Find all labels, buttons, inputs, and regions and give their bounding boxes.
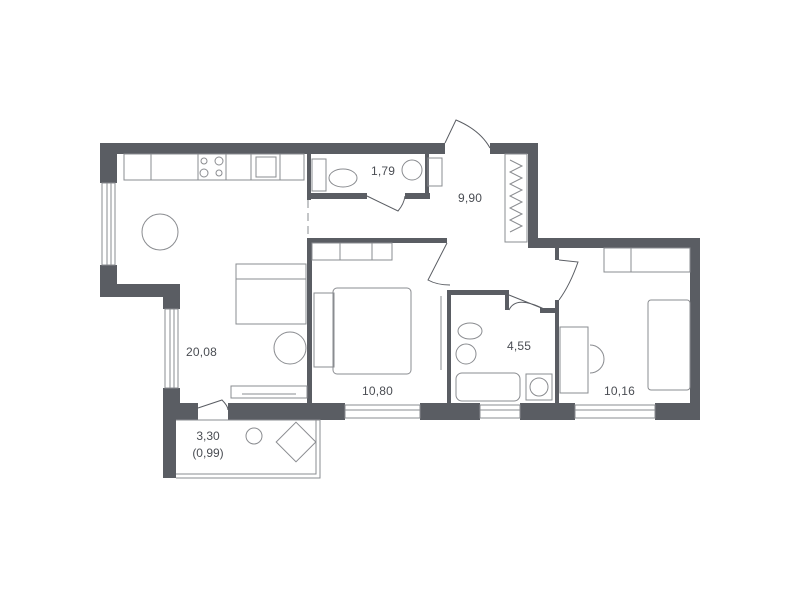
room-area-bedroom-1: 10,80	[362, 384, 394, 398]
balcony-reduced-area: (0,99)	[192, 446, 224, 460]
room-area-bedroom-2: 10,16	[604, 384, 636, 398]
room-area-bathroom: 4,55	[507, 339, 532, 353]
room-area-living-kitchen: 20,08	[186, 345, 218, 359]
room-area-wc: 1,79	[371, 164, 396, 178]
walls	[100, 143, 700, 478]
windows	[101, 153, 691, 479]
doors	[197, 119, 579, 411]
room-area-balcony: 3,30 (0,99)	[188, 428, 228, 462]
room-area-hallway: 9,90	[458, 191, 483, 205]
balcony-area: 3,30	[196, 429, 220, 443]
